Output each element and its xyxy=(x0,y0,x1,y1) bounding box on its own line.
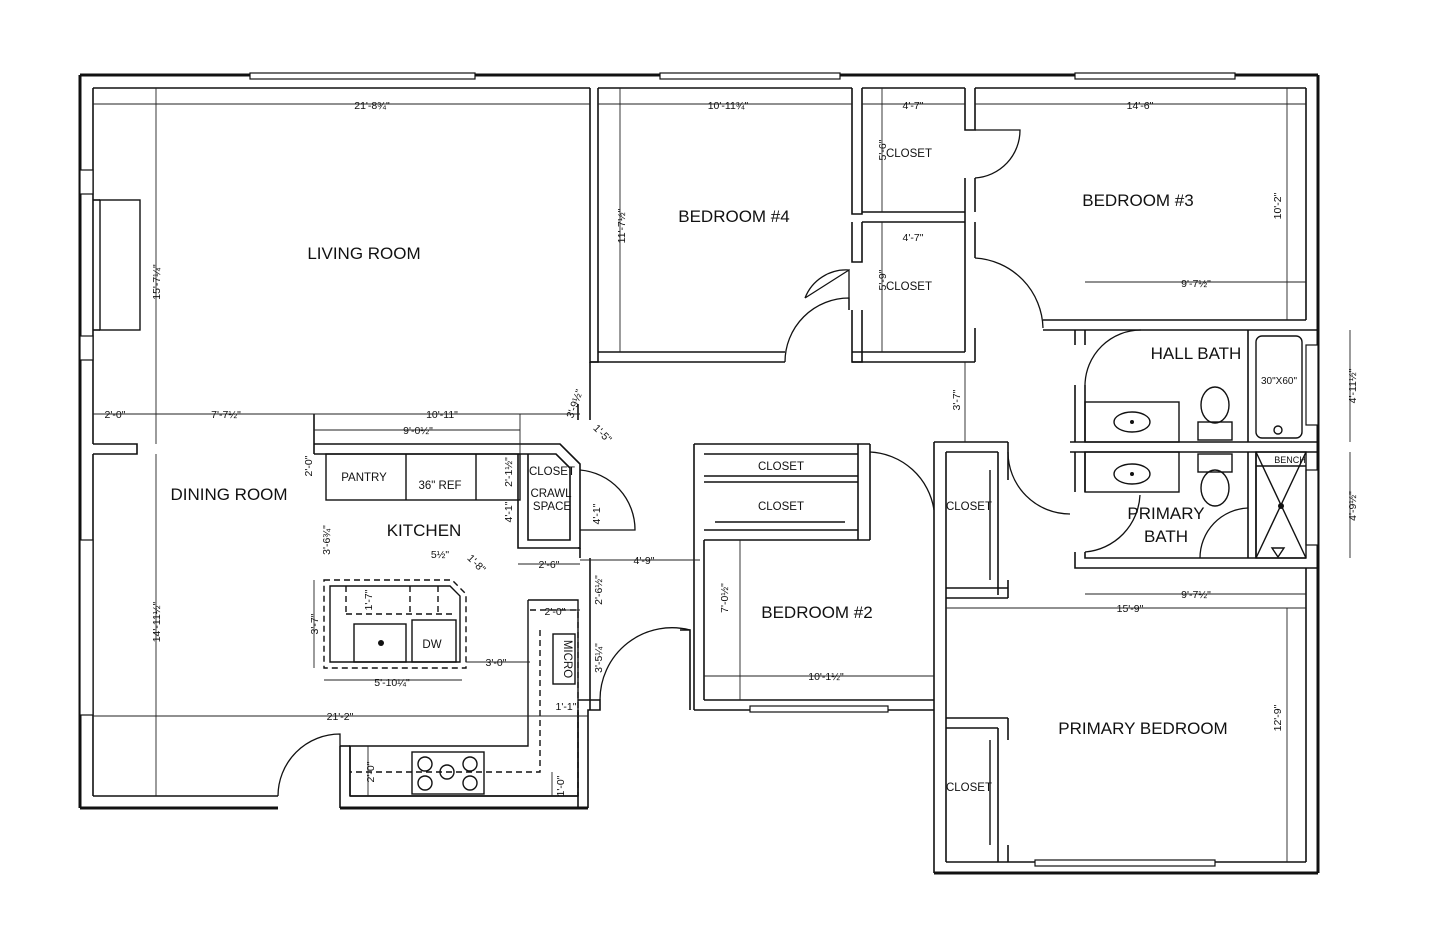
label-closet-b2-bottom: CLOSET xyxy=(758,501,804,513)
label-tub: 30"X60" xyxy=(1261,376,1297,387)
dim-crawl-depth: 4'-1" xyxy=(503,501,515,522)
room-label-dining-room: DINING ROOM xyxy=(170,485,287,504)
label-crawl: CRAWL xyxy=(530,488,572,500)
label-microwave: MICRO xyxy=(561,640,573,678)
dim-hall-width: 3'-7" xyxy=(951,389,963,410)
dim-crawl-width: 2'-6" xyxy=(539,559,560,571)
dim-range-side: 1'-0" xyxy=(555,775,567,796)
dim-counter-depth: 2'-0" xyxy=(303,455,315,476)
dim-dining-width: 21'-2" xyxy=(327,711,354,723)
dim-bedroom3-lower-width: 9'-7½" xyxy=(1181,278,1211,290)
label-crawl-space: SPACE xyxy=(533,501,571,513)
label-pantry: PANTRY xyxy=(341,472,387,484)
dim-closet-side: 4'-1" xyxy=(591,503,603,524)
dim-bedroom4-depth: 11'-7½" xyxy=(616,208,628,243)
doors xyxy=(277,129,1249,797)
dimension-lines xyxy=(93,88,1351,862)
dim-wall-seg-a: 2'-0" xyxy=(105,409,126,421)
dim-island-depth: 3'-7" xyxy=(309,613,321,634)
dim-island-corner: 1'-8" xyxy=(464,552,487,575)
room-label-living-room: LIVING ROOM xyxy=(307,244,420,263)
dim-island-to-micro: 3'-0" xyxy=(486,657,507,669)
dim-bedroom2-width: 10'-1½" xyxy=(808,671,844,683)
label-closet-primary-bottom: CLOSET xyxy=(946,782,992,794)
room-label-primary-bedroom: PRIMARY BEDROOM xyxy=(1058,719,1227,738)
dim-closet-width-bottom: 4'-7" xyxy=(903,232,924,244)
room-label-primary-bath-line1: PRIMARY xyxy=(1127,504,1204,523)
dim-bedroom4-width: 10'-11¾" xyxy=(708,100,749,112)
room-label-bedroom-2: BEDROOM #2 xyxy=(761,603,872,622)
room-label-bedroom-3: BEDROOM #3 xyxy=(1082,191,1193,210)
dim-dining-depth: 14'-11½" xyxy=(151,601,163,642)
dim-diag-wall: 3'-9½" xyxy=(564,388,586,420)
dim-bedroom3-depth: 10'-2" xyxy=(1272,192,1284,219)
dim-diag-closet: 1'-5" xyxy=(590,422,613,445)
label-closet-b4-top: CLOSET xyxy=(886,148,932,160)
label-closet-primary-top: CLOSET xyxy=(946,501,992,513)
label-closet-kitchen: CLOSET xyxy=(529,466,575,478)
dim-living-width: 21'-8¾" xyxy=(354,100,390,112)
fixture-labels: CLOSET CLOSET CLOSET CRAWL SPACE CLOSET … xyxy=(341,148,1306,794)
closet-rods xyxy=(715,470,991,845)
room-label-primary-bath-line2: BATH xyxy=(1144,527,1188,546)
dim-living-depth: 15'-7¼" xyxy=(151,264,163,300)
dim-island-width: 5'-10¼" xyxy=(374,677,410,689)
room-label-hall-bath: HALL BATH xyxy=(1151,344,1242,363)
room-label-bedroom-4: BEDROOM #4 xyxy=(678,207,789,226)
dim-closet-depth-bottom: 5'-9" xyxy=(877,269,889,290)
label-dishwasher: DW xyxy=(422,639,441,651)
dim-kitchen-inner: 9'-0½" xyxy=(403,425,433,437)
dim-primary-bath-depth: 4'-9½" xyxy=(1347,491,1359,521)
label-refrigerator: 36" REF xyxy=(418,480,461,492)
bath-fixtures xyxy=(1084,335,1307,559)
dim-primary-width: 15'-9" xyxy=(1117,603,1144,615)
label-closet-b2-top: CLOSET xyxy=(758,461,804,473)
dim-closet-width-top: 4'-7" xyxy=(903,100,924,112)
dim-island-inner: 1'-7" xyxy=(363,589,375,610)
label-closet-b4-bottom: CLOSET xyxy=(886,281,932,293)
label-bench: BENCH xyxy=(1274,455,1306,465)
dim-primary-depth: 12'-9" xyxy=(1272,704,1284,731)
dim-closet-depth: 2'-1½" xyxy=(503,457,515,487)
dim-range-depth: 2'-0" xyxy=(365,761,377,782)
dim-kitchen-run: 10'-11" xyxy=(426,409,458,421)
dim-primary-bath-width: 9'-7½" xyxy=(1181,589,1211,601)
dim-wall-seg-b: 7'-7½" xyxy=(211,409,241,421)
dim-bedroom3-width: 14'-6" xyxy=(1127,100,1154,112)
dim-micro-side: 1'-1" xyxy=(556,701,577,713)
dim-kitchen-depth: 3'-6¾" xyxy=(321,525,333,555)
dim-island-gap: 5½" xyxy=(431,549,450,561)
dim-micro-gap: 2'-0" xyxy=(545,606,566,618)
room-labels: LIVING ROOM DINING ROOM KITCHEN BEDROOM … xyxy=(170,191,1241,738)
dim-hall-to-b2: 4'-9" xyxy=(634,555,655,567)
dim-micro-depth: 3'-5¼" xyxy=(593,643,605,673)
dim-hall-bath-depth: 4'-11½" xyxy=(1347,368,1359,403)
dim-closet-depth-top: 5'-6" xyxy=(877,139,889,160)
room-label-kitchen: KITCHEN xyxy=(387,521,462,540)
dim-aisle-depth: 2'-6½" xyxy=(593,575,605,605)
dim-bedroom2-depth: 7'-0½" xyxy=(719,583,731,613)
